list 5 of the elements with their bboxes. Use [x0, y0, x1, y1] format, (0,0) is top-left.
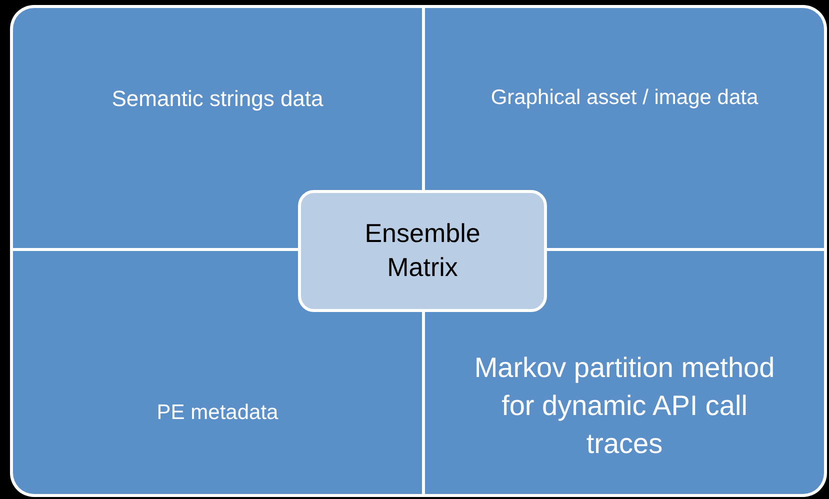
- quadrant-text: Semantic strings data: [112, 85, 324, 113]
- quadrant-text: Graphical asset / image data: [490, 85, 758, 111]
- quadrant-text: PE metadata: [156, 400, 278, 426]
- quadrant-text: Markov partition method for dynamic API call traces: [473, 351, 776, 461]
- center-box: Ensemble Matrix: [298, 190, 547, 312]
